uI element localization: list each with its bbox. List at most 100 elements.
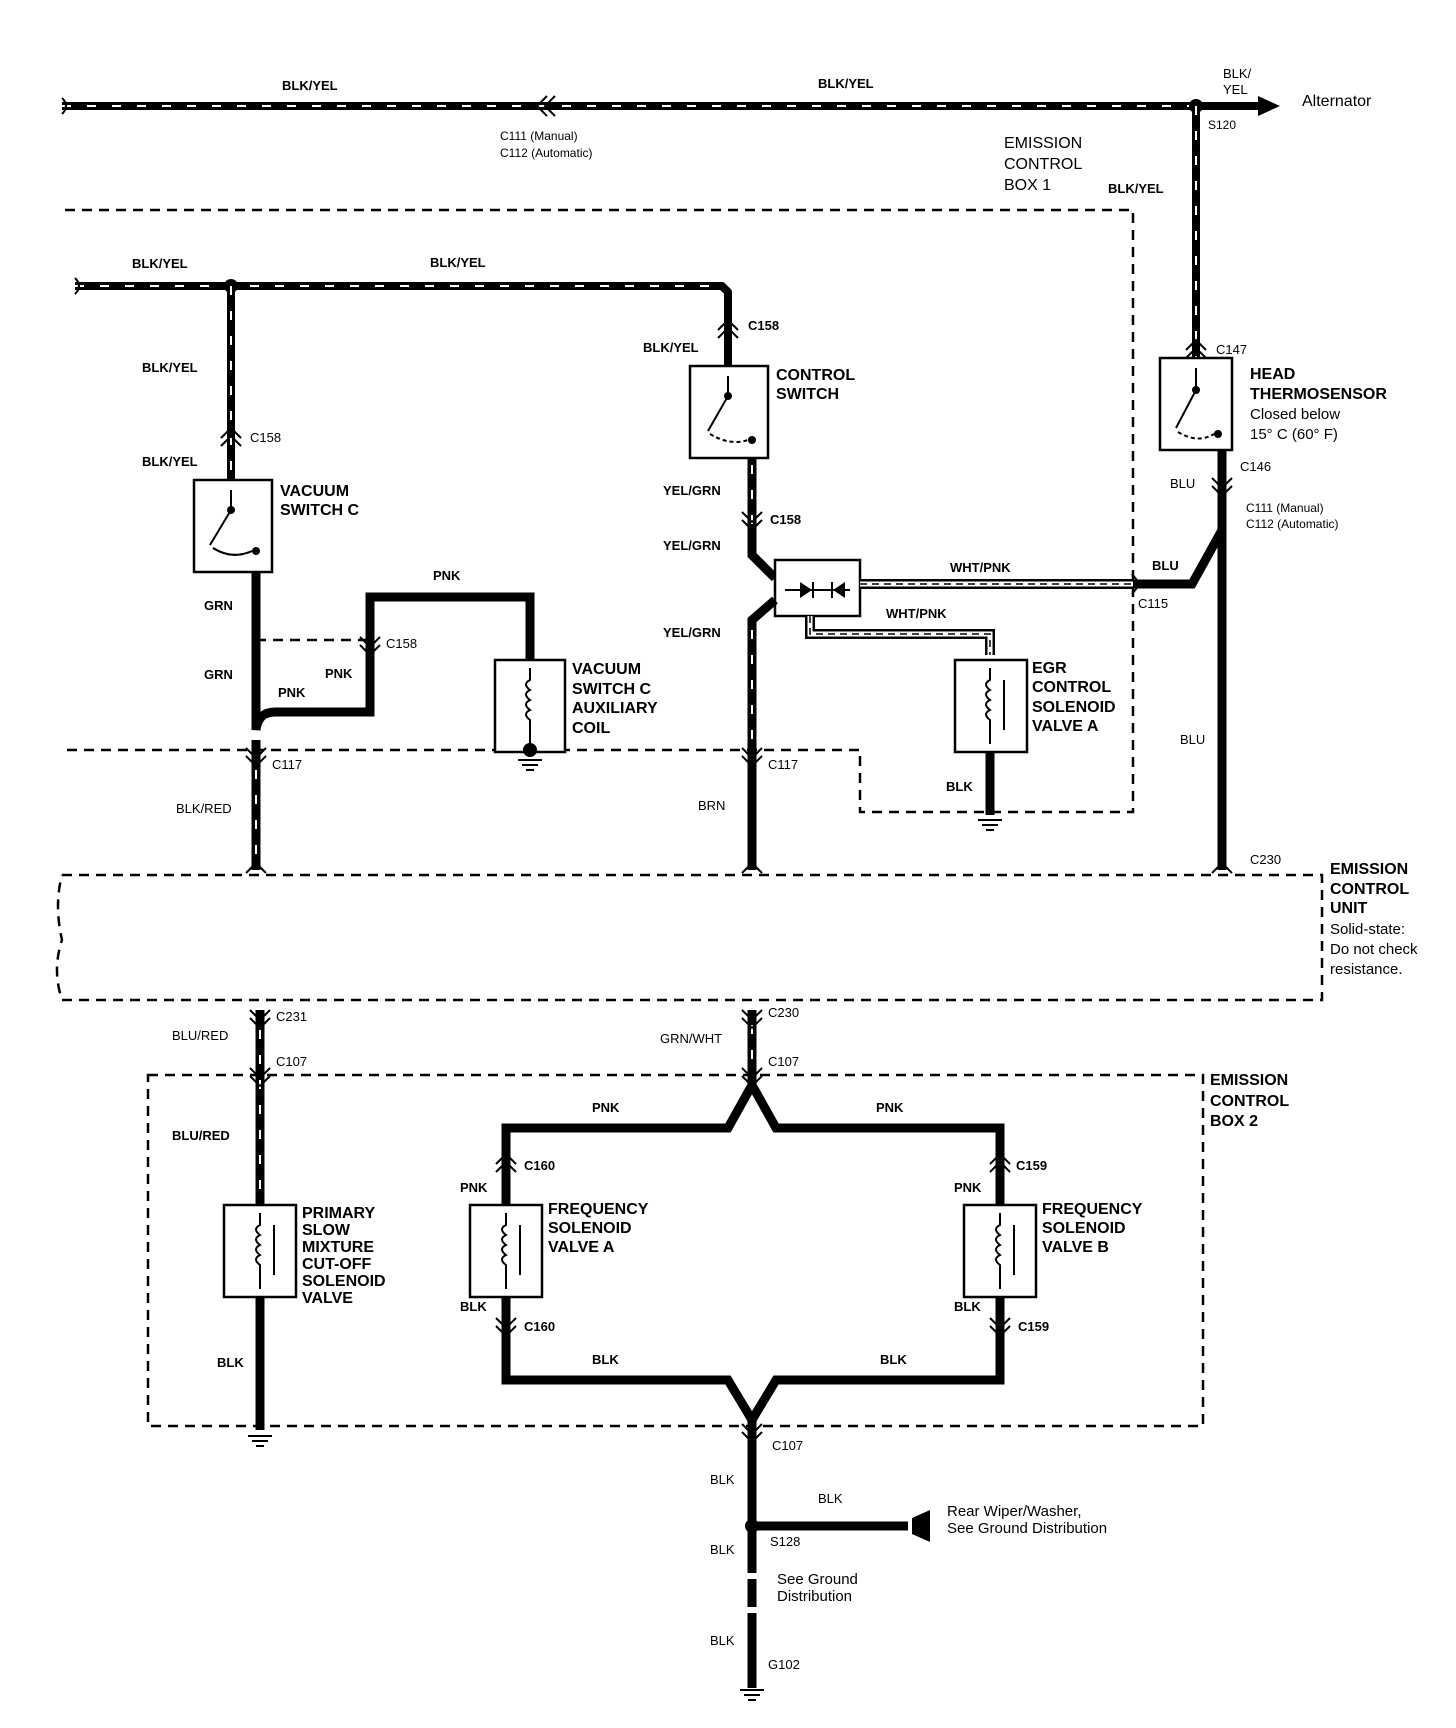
- label-blk-ground-1: BLK: [710, 1472, 735, 1487]
- control-switch-line1: CONTROL: [776, 367, 855, 384]
- egr-line1: EGR: [1032, 660, 1067, 677]
- primary-slow-line5: SOLENOID: [302, 1273, 386, 1290]
- label-blk-ground-3: BLK: [710, 1633, 735, 1648]
- connector-c115-label: C115: [1138, 596, 1168, 611]
- label-blk-yel-control: BLK/YEL: [643, 340, 699, 355]
- aux-coil-line2: SWITCH C: [572, 681, 652, 698]
- egr-line4: VALVE A: [1032, 718, 1099, 735]
- connector-c112-label: C112 (Automatic): [500, 146, 592, 160]
- connector-c158-yel-grn: [741, 511, 763, 532]
- head-thermosensor-note2: 15° C (60° F): [1250, 426, 1338, 443]
- connector-c146-label: C146: [1240, 459, 1271, 474]
- label-blk-yel-right: BLK/YEL: [1108, 181, 1164, 196]
- rear-wiper-line1: Rear Wiper/Washer,: [947, 1503, 1081, 1520]
- wire-yel-grn-diode-out: [747, 596, 778, 745]
- label-brn: BRN: [698, 798, 725, 813]
- label-pnk-split-left: PNK: [592, 1100, 620, 1115]
- primary-slow-line4: CUT-OFF: [302, 1256, 372, 1273]
- connector-c160-bottom-label: C160: [524, 1319, 555, 1334]
- freq-a-line1: FREQUENCY: [548, 1201, 649, 1218]
- freq-b-line2: SOLENOID: [1042, 1220, 1126, 1237]
- ecu-line3: UNIT: [1330, 900, 1368, 917]
- egr-line2: CONTROL: [1032, 679, 1111, 696]
- label-yel-grn-3: YEL/GRN: [663, 625, 721, 640]
- label-pnk-valve-b: PNK: [954, 1180, 982, 1195]
- emission-box-2-line2: CONTROL: [1210, 1093, 1289, 1110]
- emission-box-2-line1: EMISSION: [1210, 1072, 1288, 1089]
- ecu-note2: Do not check: [1330, 941, 1418, 958]
- vacuum-switch-c: [192, 478, 274, 574]
- label-yel-grn-1: YEL/GRN: [663, 483, 721, 498]
- label-blk-red-left: BLK/RED: [176, 801, 232, 816]
- connector-c158-left: [220, 426, 242, 447]
- connector-c159-bottom-label: C159: [1018, 1319, 1049, 1334]
- label-grn-2: GRN: [204, 667, 233, 682]
- connector-c160-top-label: C160: [524, 1158, 555, 1173]
- connector-c158-pnk: [359, 636, 381, 657]
- label-pnk-mid: PNK: [325, 666, 353, 681]
- label-pnk-split-right: PNK: [876, 1100, 904, 1115]
- label-blu-lower: BLU: [1180, 732, 1205, 747]
- ecu-note1: Solid-state:: [1330, 921, 1405, 938]
- label-blu-red-1: BLU/RED: [172, 1028, 228, 1043]
- label-blk-valve-a: BLK: [460, 1299, 487, 1314]
- emission-box-2-outline: [146, 1073, 1205, 1428]
- connector-c230-bottom-label: C230: [768, 1005, 799, 1020]
- connector-c112-right: C112 (Automatic): [1246, 517, 1338, 531]
- freq-a-line3: VALVE A: [548, 1239, 615, 1256]
- connector-c117-mid: [741, 747, 763, 768]
- label-blk-yel-second-left: BLK/YEL: [132, 256, 188, 271]
- wire-pnk-split: [501, 1075, 1005, 1205]
- primary-slow-line1: PRIMARY: [302, 1205, 376, 1222]
- connector-s120-label: S120: [1208, 118, 1236, 132]
- label-blk-yel-second-mid: BLK/YEL: [430, 255, 486, 270]
- label-blu-red-2: BLU/RED: [172, 1128, 230, 1143]
- label-blk-join-left: BLK: [592, 1352, 619, 1367]
- wire-blu-c115: [1133, 527, 1226, 589]
- connector-c115: [1131, 573, 1142, 595]
- label-blk-primary: BLK: [217, 1355, 244, 1370]
- label-blk-yel-alt-2: YEL: [1223, 82, 1248, 97]
- label-blk-yel-left-2: BLK/YEL: [142, 454, 198, 469]
- control-switch-line2: SWITCH: [776, 386, 839, 403]
- label-wht-pnk-upper: WHT/PNK: [950, 560, 1011, 575]
- wire-blk-join: [501, 1297, 1005, 1429]
- aux-coil-line3: AUXILIARY: [572, 700, 658, 717]
- label-blk-ground-2: BLK: [710, 1542, 735, 1557]
- connector-s128-label: S128: [770, 1534, 800, 1549]
- ecu-note3: resistance.: [1330, 961, 1403, 978]
- head-thermosensor-line2: THERMOSENSOR: [1250, 386, 1387, 403]
- primary-slow-line3: MIXTURE: [302, 1239, 374, 1256]
- alternator-label: Alternator: [1302, 93, 1372, 110]
- connector-c111-right: C111 (Manual): [1246, 501, 1324, 515]
- wire-grn-left: [251, 572, 535, 731]
- label-yel-grn-2: YEL/GRN: [663, 538, 721, 553]
- egr-line3: SOLENOID: [1032, 699, 1116, 716]
- connector-c107-left-label: C107: [276, 1054, 307, 1069]
- head-thermosensor-note1: Closed below: [1250, 406, 1340, 423]
- label-blk-yel-top-left: BLK/YEL: [282, 78, 338, 93]
- label-blk-egr: BLK: [946, 779, 973, 794]
- label-blk-join-right: BLK: [880, 1352, 907, 1367]
- freq-b-line1: FREQUENCY: [1042, 1201, 1143, 1218]
- connector-c158-control-label: C158: [748, 318, 779, 333]
- connector-c107-bottom-label: C107: [772, 1438, 803, 1453]
- rear-wiper-line2: See Ground Distribution: [947, 1520, 1107, 1537]
- connector-c111-top: [543, 95, 556, 117]
- connector-c158-pnk-label: C158: [386, 636, 417, 651]
- wire-blk-yel-second: [75, 282, 732, 320]
- emission-box-1-line3: BOX 1: [1004, 177, 1051, 194]
- label-pnk-top: PNK: [433, 568, 461, 583]
- see-ground-line2: Distribution: [777, 1588, 852, 1605]
- aux-coil-line4: COIL: [572, 720, 610, 737]
- label-pnk-low: PNK: [278, 685, 306, 700]
- connector-c146: [1211, 477, 1233, 498]
- label-wht-pnk-lower: WHT/PNK: [886, 606, 947, 621]
- label-blk-yel-left-1: BLK/YEL: [142, 360, 198, 375]
- vacuum-switch-c-line2: SWITCH C: [280, 502, 360, 519]
- emission-control-unit: [55, 873, 1324, 1002]
- head-thermosensor-line1: HEAD: [1250, 366, 1295, 383]
- connector-c117-left-label: C117: [272, 757, 302, 772]
- label-blk-rear-wiper: BLK: [818, 1491, 843, 1506]
